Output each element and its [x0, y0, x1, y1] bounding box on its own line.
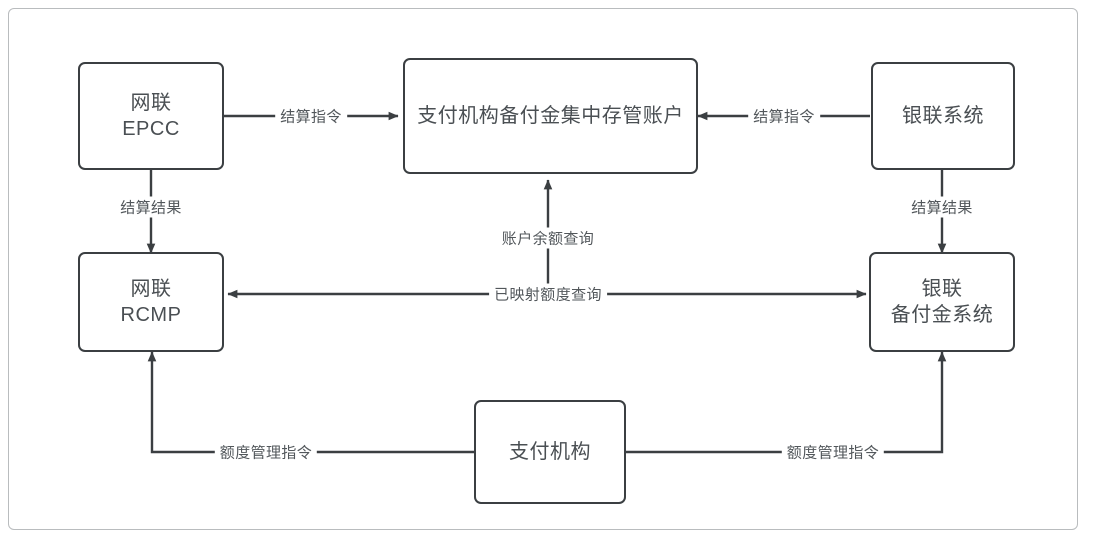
- edge-label-settle-result-right: 结算结果: [906, 196, 978, 218]
- edge-label-quota-command-left: 额度管理指令: [214, 441, 318, 463]
- edge-label-quota-command-right: 额度管理指令: [781, 441, 885, 463]
- node-custody-account[interactable]: 支付机构备付金集中存管账户: [403, 58, 698, 174]
- node-label-wanglian-epcc: 网联 EPCC: [122, 91, 180, 140]
- node-label-unionpay-system: 银联系统: [902, 104, 984, 127]
- edge-label-balance-query: 账户余额查询: [496, 227, 600, 249]
- node-wanglian-rcmp[interactable]: 网联 RCMP: [78, 252, 224, 352]
- edge-label-settle-instruction-left: 结算指令: [275, 105, 347, 127]
- edge-label-settle-result-left: 结算结果: [115, 196, 187, 218]
- node-label-custody-account: 支付机构备付金集中存管账户: [417, 104, 684, 127]
- node-wanglian-epcc[interactable]: 网联 EPCC: [78, 62, 224, 170]
- node-label-unionpay-reserve: 银联 备付金系统: [890, 277, 994, 326]
- node-label-wanglian-rcmp: 网联 RCMP: [120, 277, 182, 326]
- node-label-payment-institution: 支付机构: [509, 440, 591, 463]
- node-payment-institution[interactable]: 支付机构: [474, 400, 626, 504]
- node-unionpay-system[interactable]: 银联系统: [871, 62, 1015, 170]
- edge-label-mapped-quota-query: 已映射额度查询: [489, 283, 607, 305]
- edge-label-settle-instruction-right: 结算指令: [748, 105, 820, 127]
- node-unionpay-reserve[interactable]: 银联 备付金系统: [869, 252, 1015, 352]
